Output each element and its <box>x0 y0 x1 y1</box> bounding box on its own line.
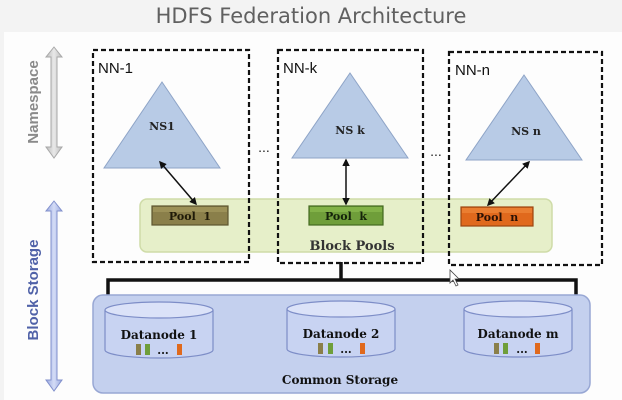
ellipsis-2: ... <box>430 143 442 159</box>
namespace-triangle-n[interactable]: NS n <box>465 74 583 161</box>
block-icon-pooln <box>360 343 365 354</box>
namenode-label-k: NN-k <box>283 60 318 77</box>
namenode-label-1: NN-1 <box>98 60 133 77</box>
diagram-title: HDFS Federation Architecture <box>155 4 467 28</box>
datanode-m[interactable]: Datanode m ... <box>463 300 573 358</box>
pool-k[interactable]: Pool k <box>308 205 384 226</box>
datanode-label-1: Datanode 1 <box>121 328 198 342</box>
namespace-label: Namespace <box>25 60 42 143</box>
block-icon-pool1 <box>318 343 323 354</box>
common-storage-label: Common Storage <box>282 373 399 387</box>
block-icon-pool1 <box>136 344 141 355</box>
namespace-arrow <box>44 46 64 159</box>
namespace-label-1: NS1 <box>149 120 175 133</box>
datanode-dots-1: ... <box>157 344 169 357</box>
block-icon-pooln <box>177 344 182 355</box>
block-icon-poolk <box>145 344 150 355</box>
pool-label-n: Pool n <box>476 211 519 224</box>
federation-diagram: Namespace Block Storage Block Pools NN-1… <box>25 46 604 394</box>
block-pools-label: Block Pools <box>309 239 394 254</box>
datanode-label-m: Datanode m <box>477 327 558 341</box>
mouse-cursor-icon <box>449 269 460 287</box>
storage-connector <box>106 262 578 296</box>
ellipsis-1: ... <box>258 139 270 155</box>
namespace-triangle-1[interactable]: NS1 <box>103 81 221 169</box>
namenode-label-n: NN-n <box>455 62 490 79</box>
namespace-label-n: NS n <box>511 125 541 138</box>
block-icon-poolk <box>503 343 508 354</box>
datanode-2[interactable]: Datanode 2 ... <box>286 300 396 358</box>
pool-n[interactable]: Pool n <box>460 206 534 227</box>
block-icon-pooln <box>535 343 540 354</box>
pool-label-1: Pool 1 <box>169 210 211 223</box>
namespace-triangle-k[interactable]: NS k <box>291 72 409 159</box>
block-storage-arrow <box>44 200 64 392</box>
datanode-dots-m: ... <box>516 343 528 356</box>
datanode-1[interactable]: Datanode 1 ... <box>104 301 214 359</box>
link-nsn-pooln <box>486 160 531 207</box>
namenode-box-k[interactable] <box>276 48 425 265</box>
namenode-box-n[interactable] <box>447 50 604 267</box>
datanode-label-2: Datanode 2 <box>303 327 380 341</box>
namespace-label-k: NS k <box>335 124 365 137</box>
block-storage-label: Block Storage <box>25 240 42 341</box>
block-icon-poolk <box>328 343 333 354</box>
diagram-canvas: Namespace Block Storage Block Pools NN-1… <box>4 32 622 400</box>
pool-1[interactable]: Pool 1 <box>151 205 229 226</box>
pool-label-k: Pool k <box>325 210 367 223</box>
link-ns1-pool1 <box>159 160 197 206</box>
datanode-dots-2: ... <box>340 343 352 356</box>
block-icon-pool1 <box>494 343 499 354</box>
